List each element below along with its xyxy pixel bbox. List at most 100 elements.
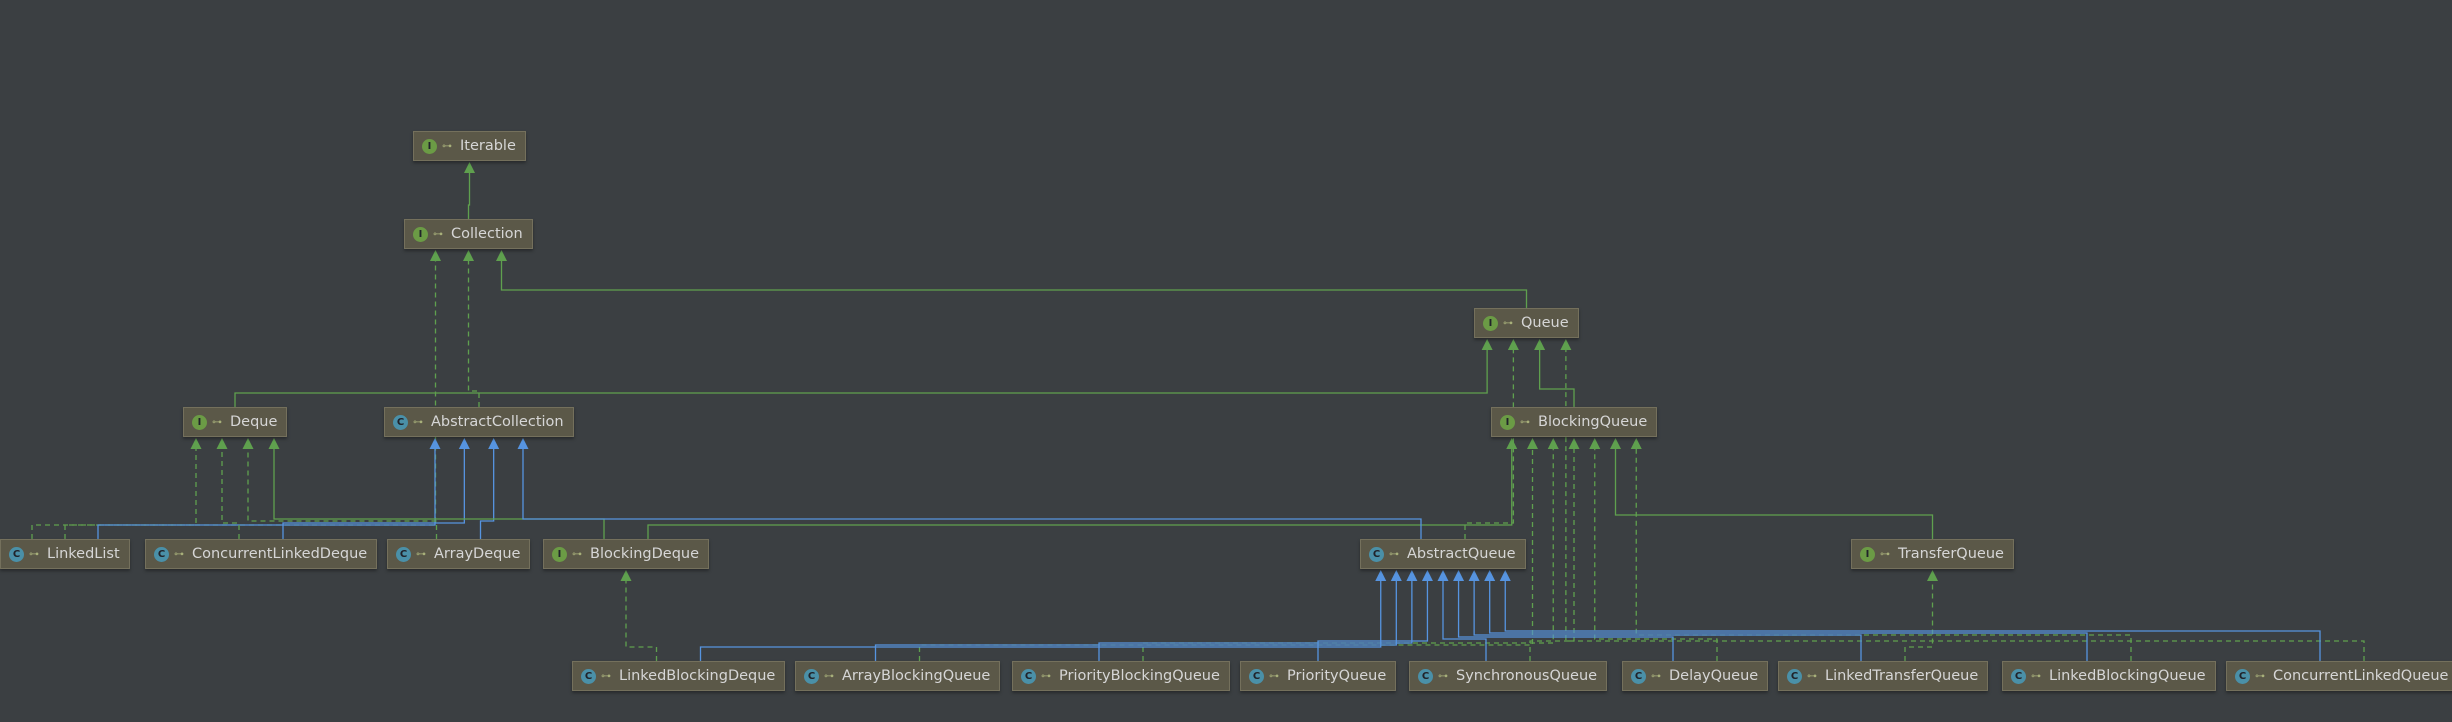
edge-blocking_deque-to-blocking_queue: [647, 448, 1513, 539]
visibility-icon: ⊶: [1503, 317, 1513, 329]
node-collection[interactable]: I ⊶ Collection: [404, 219, 533, 249]
edge-delay_queue-to-abstract_queue: [1457, 580, 1674, 661]
arrowhead-abstract_queue-to-abstract_collection: [517, 438, 529, 449]
interface-icon: I: [1860, 546, 1875, 562]
node-abstract-collection[interactable]: C ⊶ AbstractCollection: [384, 407, 574, 437]
edge-abstract_queue-to-abstract_collection: [522, 448, 1422, 539]
arrowhead-transfer_queue-to-blocking_queue: [1610, 438, 1621, 449]
node-concurrent-linked-queue[interactable]: C ⊶ ConcurrentLinkedQueue: [2226, 661, 2452, 691]
edge-priority_blocking_queue-to-blocking_queue: [1142, 448, 1554, 661]
edge-collection-to-iterable: [467, 172, 471, 219]
visibility-icon: ⊶: [433, 228, 443, 240]
interface-icon: I: [1483, 315, 1498, 331]
edge-queue-to-collection: [500, 260, 1528, 308]
arrowhead-collection-to-iterable: [464, 162, 475, 173]
edge-linked_blocking_queue-to-abstract_queue: [1489, 580, 2088, 661]
node-array-deque[interactable]: C ⊶ ArrayDeque: [387, 539, 531, 569]
class-icon: C: [581, 668, 596, 684]
node-delay-queue[interactable]: C ⊶ DelayQueue: [1622, 661, 1769, 691]
edge-abstract_collection-to-collection: [467, 260, 480, 407]
edge-concurrent_linked_deque-to-abstract_collection: [282, 448, 465, 539]
arrowhead-linked_blocking_queue-to-blocking_queue: [1630, 438, 1642, 449]
class-icon: C: [1418, 668, 1433, 684]
arrowhead-abstract_queue-to-queue: [1507, 339, 1519, 350]
node-label: BlockingQueue: [1538, 414, 1648, 430]
arrowhead-concurrent_linked_deque-to-abstract_collection: [458, 438, 470, 449]
arrowhead-delay_queue-to-blocking_queue: [1589, 438, 1601, 449]
node-label: ConcurrentLinkedDeque: [192, 546, 368, 562]
node-linked-blocking-deque[interactable]: C ⊶ LinkedBlockingDeque: [572, 661, 786, 691]
interface-icon: I: [192, 414, 207, 430]
node-blocking-deque[interactable]: I ⊶ BlockingDeque: [543, 539, 710, 569]
edge-priority_queue-to-abstract_queue: [1317, 580, 1429, 661]
interface-icon: I: [1500, 414, 1515, 430]
node-label: ArrayBlockingQueue: [842, 668, 991, 684]
arrowhead-synchronous_queue-to-abstract_queue: [1437, 570, 1449, 581]
node-abstract-queue[interactable]: C ⊶ AbstractQueue: [1360, 539, 1526, 569]
node-priority-blocking-queue[interactable]: C ⊶ PriorityBlockingQueue: [1012, 661, 1230, 691]
visibility-icon: ⊶: [1807, 670, 1817, 682]
visibility-icon: ⊶: [174, 548, 184, 560]
node-linked-transfer-queue[interactable]: C ⊶ LinkedTransferQueue: [1778, 661, 1989, 691]
node-label: AbstractCollection: [431, 414, 564, 430]
node-label: Collection: [451, 226, 523, 242]
node-queue[interactable]: I ⊶ Queue: [1474, 308, 1579, 338]
interface-icon: I: [413, 226, 428, 242]
edge-priority_blocking_queue-to-abstract_queue: [1098, 580, 1413, 661]
class-icon: C: [2011, 668, 2026, 684]
edge-transfer_queue-to-blocking_queue: [1614, 448, 1934, 539]
class-icon: C: [1021, 668, 1036, 684]
arrowhead-priority_blocking_queue-to-blocking_queue: [1547, 438, 1559, 449]
visibility-icon: ⊶: [572, 548, 582, 560]
node-linked-list[interactable]: C ⊶ LinkedList: [0, 539, 130, 569]
edge-linked_blocking_deque-to-blocking_deque: [625, 580, 658, 661]
arrowhead-abstract_collection-to-collection: [463, 250, 474, 261]
arrowhead-concurrent_linked_queue-to-abstract_queue: [1499, 570, 1511, 581]
interface-icon: I: [552, 546, 567, 562]
edge-linked_list-to-deque: [31, 448, 197, 539]
class-icon: C: [2235, 668, 2250, 684]
arrowhead-array_deque-to-abstract_collection: [488, 438, 500, 449]
node-synchronous-queue[interactable]: C ⊶ SynchronousQueue: [1409, 661, 1608, 691]
visibility-icon: ⊶: [1651, 670, 1661, 682]
visibility-icon: ⊶: [2255, 670, 2265, 682]
edge-synchronous_queue-to-abstract_queue: [1442, 580, 1487, 661]
node-concurrent-linked-deque[interactable]: C ⊶ ConcurrentLinkedDeque: [145, 539, 378, 569]
arrowhead-array_blocking_queue-to-abstract_queue: [1390, 570, 1402, 581]
arrowhead-blocking_deque-to-blocking_queue: [1506, 438, 1518, 449]
arrowhead-concurrent_linked_queue-to-queue: [1560, 339, 1572, 350]
visibility-icon: ⊶: [1041, 670, 1051, 682]
node-label: LinkedBlockingDeque: [619, 668, 776, 684]
visibility-icon: ⊶: [1389, 548, 1399, 560]
edge-linked_transfer_queue-to-abstract_queue: [1473, 580, 1862, 661]
node-array-blocking-queue[interactable]: C ⊶ ArrayBlockingQueue: [795, 661, 1001, 691]
visibility-icon: ⊶: [413, 416, 423, 428]
arrowhead-array_blocking_queue-to-blocking_queue: [1527, 438, 1538, 449]
class-icon: C: [1249, 668, 1264, 684]
edge-delay_queue-to-blocking_queue: [1594, 448, 1718, 661]
arrowhead-blocking_queue-to-queue: [1534, 339, 1546, 350]
arrowhead-priority_blocking_queue-to-abstract_queue: [1406, 570, 1418, 581]
visibility-icon: ⊶: [824, 670, 834, 682]
node-iterable[interactable]: I ⊶ Iterable: [413, 131, 526, 161]
class-icon: C: [154, 546, 169, 562]
arrowhead-array_deque-to-deque: [242, 438, 254, 449]
edge-linked_list-to-abstract_collection: [97, 448, 436, 539]
arrowhead-linked_blocking_queue-to-abstract_queue: [1484, 570, 1496, 581]
node-blocking-queue[interactable]: I ⊶ BlockingQueue: [1491, 407, 1658, 437]
visibility-icon: ⊶: [212, 416, 222, 428]
visibility-icon: ⊶: [601, 670, 611, 682]
node-linked-blocking-queue[interactable]: C ⊶ LinkedBlockingQueue: [2002, 661, 2216, 691]
node-transfer-queue[interactable]: I ⊶ TransferQueue: [1851, 539, 2014, 569]
class-icon: C: [396, 546, 411, 562]
node-label: ArrayDeque: [434, 546, 521, 562]
node-priority-queue[interactable]: C ⊶ PriorityQueue: [1240, 661, 1397, 691]
arrowhead-linked_transfer_queue-to-transfer_queue: [1927, 570, 1938, 581]
class-icon: C: [9, 546, 24, 562]
arrowhead-delay_queue-to-abstract_queue: [1453, 570, 1465, 581]
node-deque[interactable]: I ⊶ Deque: [183, 407, 288, 437]
arrowhead-linked_list-to-collection: [430, 250, 441, 261]
visibility-icon: ⊶: [1880, 548, 1890, 560]
edge-deque-to-queue: [234, 349, 1488, 407]
